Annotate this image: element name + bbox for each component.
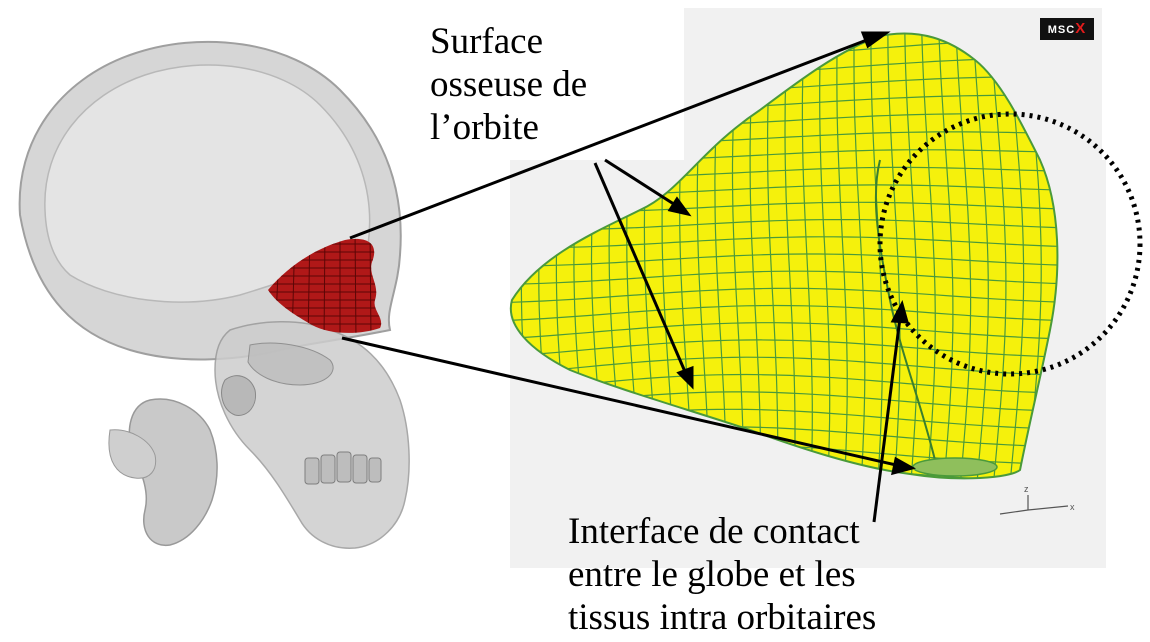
msc-logo: MSCX [1040, 18, 1094, 40]
label-surface-osseuse: Surface osseuse de l’orbite [430, 20, 587, 149]
axis-triad [1000, 495, 1068, 514]
axis-z-label: z [1024, 484, 1029, 494]
skull-illustration [20, 42, 410, 548]
axis-x-label: x [1070, 502, 1075, 512]
label-interface-contact: Interface de contact entre le globe et l… [568, 510, 876, 639]
surface-arrow-1 [605, 160, 680, 208]
